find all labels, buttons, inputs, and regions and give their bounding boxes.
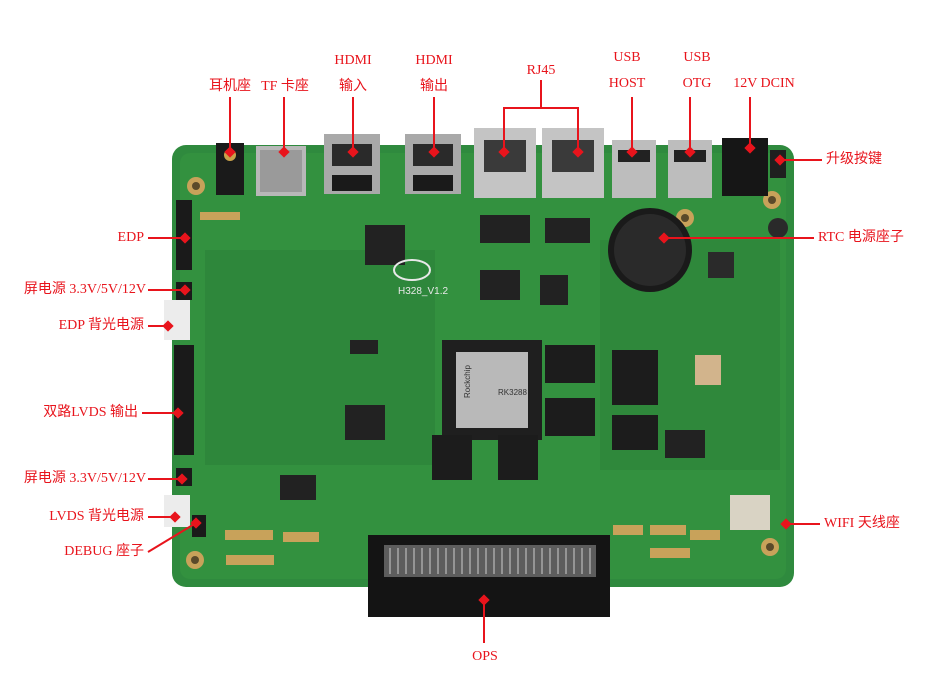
upgrade-button (770, 150, 786, 178)
lvds-backlight-connector (164, 495, 190, 527)
chip-model: RK3288 (498, 388, 527, 397)
wifi-module (730, 495, 770, 530)
label-usb-otg-2: OTG (682, 76, 712, 91)
lvds-connector (174, 345, 194, 455)
label-edp: EDP (117, 230, 144, 245)
label-usb-host-2: HOST (608, 76, 646, 91)
label-lvds-backlight: LVDS 背光电源 (49, 509, 144, 524)
label-rtc: RTC 电源座子 (818, 230, 904, 245)
label-earphone: 耳机座 (209, 79, 251, 94)
label-edp-backlight: EDP 背光电源 (58, 318, 144, 333)
pointer-markers (162, 142, 792, 606)
label-hdmi-in-2: 输入 (339, 79, 367, 94)
board-silkscreen: H328_V1.2 (398, 286, 448, 297)
memory-chips (432, 345, 658, 480)
label-wifi: WIFI 天线座 (824, 516, 900, 531)
label-screen-power-1: 屏电源 3.3V/5V/12V (23, 282, 146, 297)
label-rj45: RJ45 (526, 63, 556, 78)
label-debug: DEBUG 座子 (64, 544, 144, 559)
label-tf-card: TF 卡座 (261, 79, 309, 94)
label-screen-power-2: 屏电源 3.3V/5V/12V (23, 471, 146, 486)
dc-jack (722, 138, 768, 196)
label-hdmi-in-1: HDMI (334, 53, 372, 68)
label-hdmi-out-1: HDMI (415, 53, 453, 68)
leader-lines (142, 80, 822, 643)
label-usb-otg-1: USB (683, 50, 711, 65)
soc-chip (456, 352, 528, 428)
label-usb-host-1: USB (613, 50, 641, 65)
label-upgrade-button: 升级按键 (826, 152, 882, 167)
chip-brand: Rockchip (463, 365, 472, 398)
label-dcin: 12V DCIN (733, 76, 795, 91)
label-hdmi-out-2: 输出 (420, 79, 448, 94)
edp-backlight-connector (164, 300, 190, 340)
label-dual-lvds: 双路LVDS 输出 (43, 405, 138, 420)
label-ops: OPS (472, 649, 498, 664)
